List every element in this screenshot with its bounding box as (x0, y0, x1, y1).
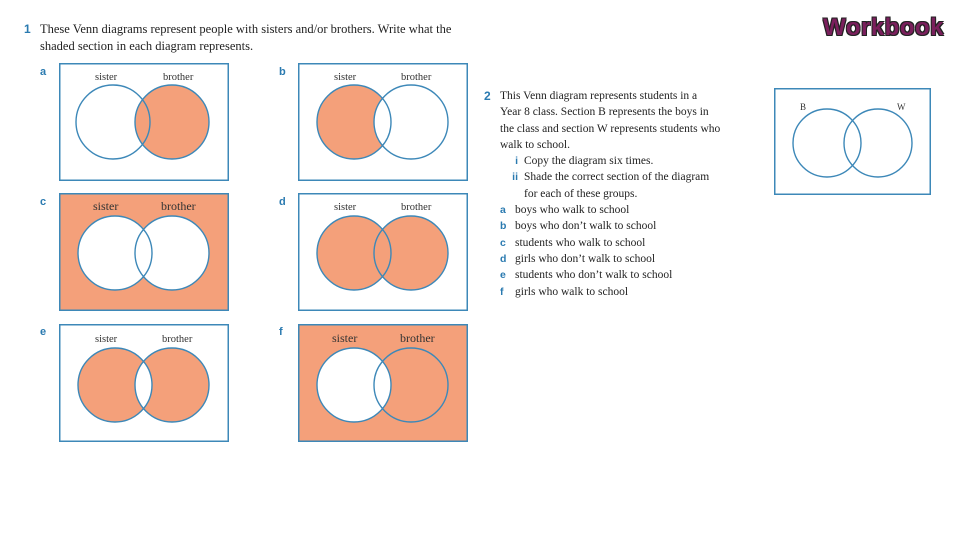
venn-diagram-c: sister brother (59, 193, 229, 311)
sub-ii-text-line-1: Shade the correct section of the diagram (524, 171, 710, 184)
diagram-b-letter: b (279, 66, 286, 78)
venn-diagram-b: sister brother (298, 63, 468, 181)
venn-e-sister-region (78, 348, 152, 422)
venn-d-label-brother: brother (401, 202, 432, 213)
venn-diagram-a: sister brother (59, 63, 229, 181)
venn-a-brother-region (135, 85, 209, 159)
diagram-d-letter: d (279, 196, 286, 208)
venn-q2-label-w: W (897, 102, 906, 112)
venn-d-label-sister: sister (334, 202, 357, 213)
venn-f-label-sister: sister (332, 331, 357, 345)
venn-c-label-sister: sister (93, 199, 118, 213)
question-2-sub-ii: ii Shade the correct section of the diag… (500, 169, 770, 185)
diagram-e-letter: e (40, 326, 47, 338)
venn-e-label-sister: sister (95, 334, 118, 345)
venn-e-label-brother: brother (162, 334, 193, 345)
question-2-sub-ii-cont: for each of these groups. (500, 186, 770, 202)
venn-q2-label-b: B (800, 102, 806, 112)
venn-a-label-brother: brother (163, 72, 194, 83)
venn-diagram-d: sister brother (298, 193, 468, 311)
question-2-line-3: the class and section W represents stude… (500, 122, 721, 135)
venn-f-sister-region (317, 348, 391, 422)
venn-diagram-q2: B W (774, 88, 931, 195)
question-1-line-1: These Venn diagrams represent people wit… (40, 22, 452, 36)
question-2-line-2: Year 8 class. Section B represents the b… (500, 106, 709, 119)
venn-b-sister-region (317, 85, 391, 159)
question-2-line-4: walk to school. (500, 138, 570, 151)
question-1-line-2: shaded section in each diagram represent… (40, 39, 254, 53)
question-1-number: 1 (24, 22, 31, 36)
venn-a-label-sister: sister (95, 72, 118, 83)
sub-ii-text-line-2: for each of these groups. (524, 187, 638, 200)
diagram-c-letter: c (40, 196, 47, 208)
venn-d-sister-region (317, 216, 391, 290)
venn-c-label-brother: brother (161, 199, 196, 213)
sub-i-text: Copy the diagram six times. (524, 155, 654, 168)
diagram-f-letter: f (279, 326, 283, 338)
sub-ii-number: ii (512, 171, 518, 184)
venn-b-label-sister: sister (334, 72, 357, 83)
venn-e-brother-region (135, 348, 209, 422)
question-2-text: This Venn diagram represents students in… (500, 88, 770, 300)
question-2-sub-i: i Copy the diagram six times. (500, 153, 770, 169)
question-2-number: 2 (484, 89, 491, 103)
question-2-line-1: This Venn diagram represents students in… (500, 90, 698, 102)
venn-diagram-f: sister brother (298, 324, 468, 442)
venn-d-brother-region (374, 216, 448, 290)
diagram-a-letter: a (40, 66, 47, 78)
venn-b-label-brother: brother (401, 72, 432, 83)
question-1-text: These Venn diagrams represent people wit… (40, 21, 488, 55)
sub-i-number: i (515, 155, 518, 168)
venn-f-label-brother: brother (400, 331, 435, 345)
workbook-title: Workbook (823, 14, 944, 41)
venn-diagram-e: sister brother (59, 324, 229, 442)
